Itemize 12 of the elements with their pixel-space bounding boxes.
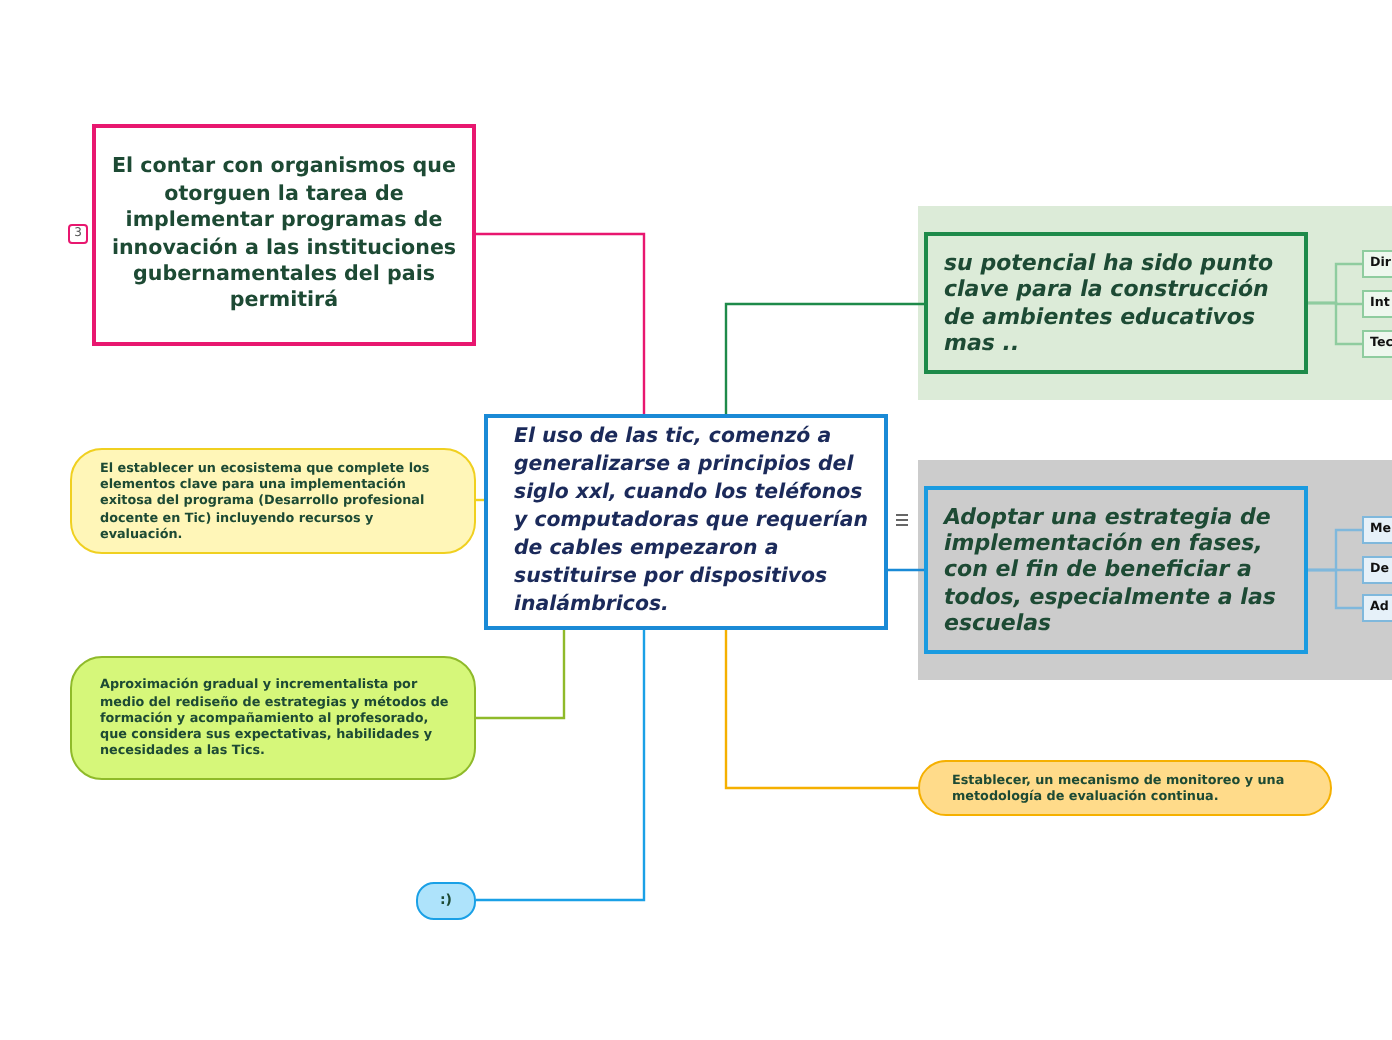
connector-line <box>476 630 646 902</box>
topic-box: El contar con organismos que otorguen la tarea de implementar programas de innovación a las instituciones gubernamentales del pais permitirá <box>92 124 476 346</box>
connector-line <box>1308 568 1362 610</box>
connector-line <box>476 232 646 414</box>
connector-line <box>724 630 918 790</box>
connector-line <box>888 568 924 572</box>
topic-box: su potencial ha sido punto clave para la construcción de ambientes educativos mas .. <box>924 232 1308 374</box>
topic-box: El uso de las tic, comenzó a generalizarse a principios del siglo xxl, cuando los teléfonos y computadoras que requerían de cables empezaron a sustituirse por dispositivos inalámbricos. <box>484 414 888 630</box>
connector-line <box>724 302 924 414</box>
connector-line <box>476 630 566 720</box>
topic-box: Adoptar una estrategia de implementación en fases, con el fin de beneficiar a todos, especialmente a las escuelas <box>924 486 1308 654</box>
connector-line <box>1308 301 1362 346</box>
